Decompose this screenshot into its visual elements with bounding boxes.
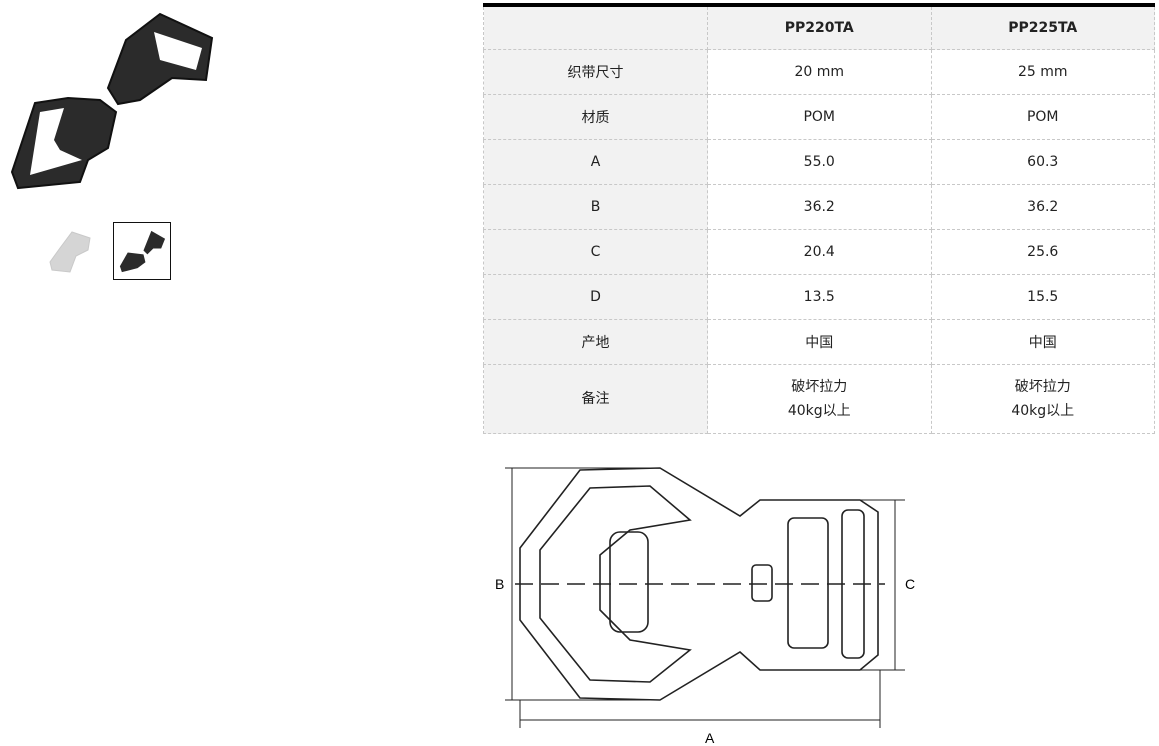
value-cell: 36.2 — [930, 184, 1155, 230]
value-cell: 25.6 — [930, 229, 1155, 275]
thumbnail-2[interactable] — [113, 222, 171, 280]
value-cell: 破坏拉力 40kg以上 — [930, 364, 1155, 434]
value-cell: POM — [930, 94, 1155, 140]
label-a: A — [705, 730, 715, 746]
value-line: 破坏拉力 — [791, 379, 848, 395]
value-cell: 15.5 — [930, 274, 1155, 320]
row-label: A — [483, 139, 708, 185]
row-label: 材质 — [483, 94, 708, 140]
row-label: 备注 — [483, 364, 708, 434]
row-label: B — [483, 184, 708, 230]
value-cell: 55.0 — [707, 139, 932, 185]
table-row: 产地中国中国 — [483, 319, 1155, 365]
value-cell: 20 mm — [707, 49, 932, 95]
value-cell: 中国 — [930, 319, 1155, 365]
value-line: 40kg以上 — [787, 403, 851, 419]
header-cell: PP225TA — [930, 4, 1155, 50]
header-cell: PP220TA — [707, 4, 932, 50]
value-line: 破坏拉力 — [1014, 379, 1071, 395]
product-main-image — [10, 12, 214, 190]
value-cell: 36.2 — [707, 184, 932, 230]
value-line: 40kg以上 — [1011, 403, 1075, 419]
value-cell: 25 mm — [930, 49, 1155, 95]
row-label: C — [483, 229, 708, 275]
value-cell: 20.4 — [707, 229, 932, 275]
value-cell: 60.3 — [930, 139, 1155, 185]
value-cell: POM — [707, 94, 932, 140]
label-c: C — [905, 576, 915, 592]
value-cell: 破坏拉力 40kg以上 — [707, 364, 932, 434]
dimension-drawing: B C A — [495, 467, 915, 746]
row-label: 产地 — [483, 319, 708, 365]
row-label: 织带尺寸 — [483, 49, 708, 95]
value-cell: 13.5 — [707, 274, 932, 320]
thumbnail-1[interactable] — [44, 222, 102, 280]
header-cell — [483, 4, 708, 50]
label-b: B — [495, 576, 504, 592]
table-header-row: PP220TA PP225TA — [483, 4, 1155, 50]
value-cell: 中国 — [707, 319, 932, 365]
row-label: D — [483, 274, 708, 320]
